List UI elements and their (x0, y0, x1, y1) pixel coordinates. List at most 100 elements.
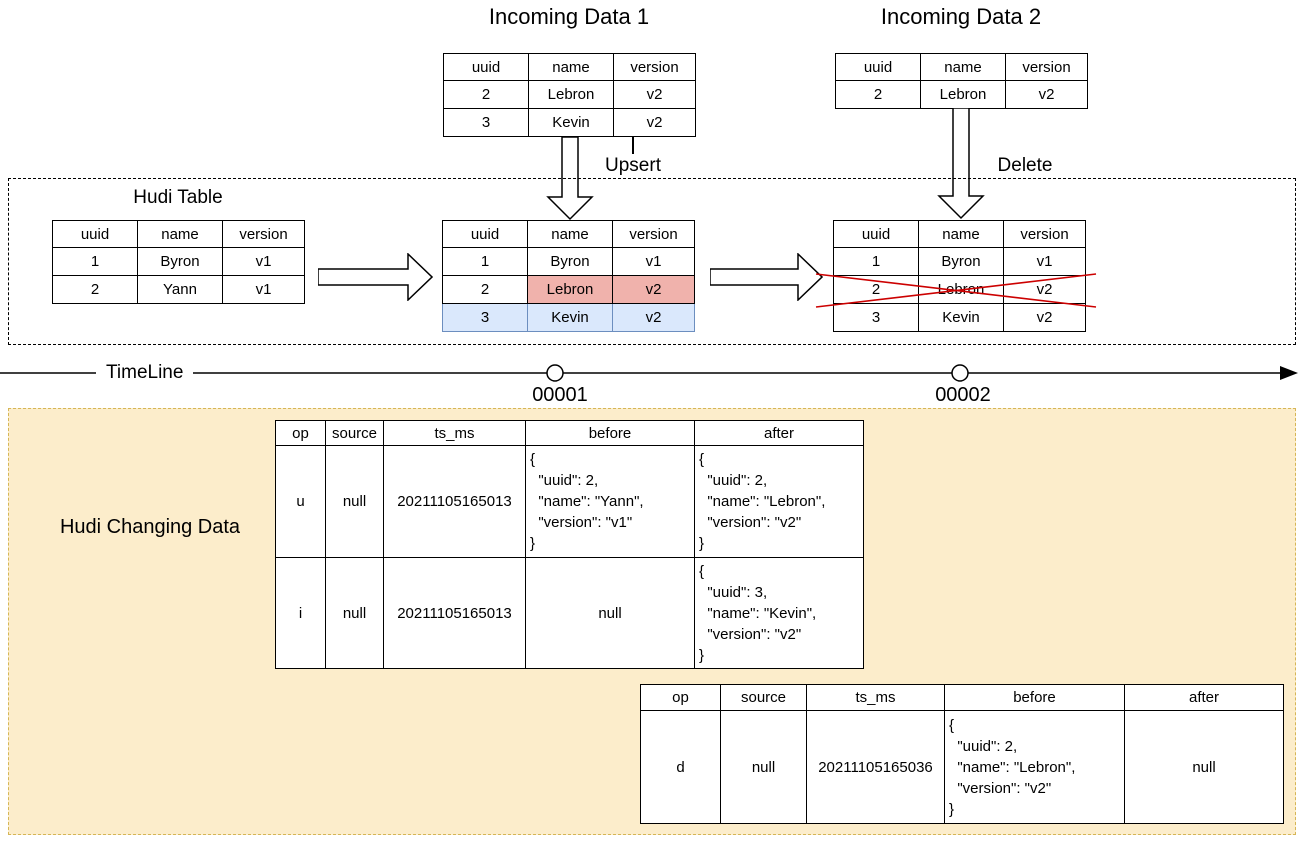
table-header-row: uuid name version (52, 220, 305, 248)
header-cell: name (137, 220, 223, 248)
hudi-initial-table: uuid name version 1 Byron v1 2 Yann v1 (52, 220, 305, 304)
header-cell: op (275, 420, 326, 446)
table-cell-inserted: Kevin (527, 303, 613, 332)
table-cell: 2 (442, 275, 528, 304)
hudi-table-label: Hudi Table (133, 187, 223, 208)
header-cell: version (612, 220, 695, 248)
cdc-row-update: u null 20211105165013 { "uuid": 2, "name… (275, 445, 864, 558)
cdc-op-cell: d (640, 710, 721, 824)
incoming-data-2-title: Incoming Data 2 (880, 4, 1042, 29)
table-row: 1 Byron v1 (833, 247, 1086, 276)
table-cell: Byron (918, 247, 1004, 276)
header-cell: source (720, 684, 807, 711)
header-cell: uuid (443, 53, 529, 81)
cdc-after-cell: null (1124, 710, 1284, 824)
header-cell: version (222, 220, 305, 248)
timeline-axis (0, 364, 1298, 382)
header-cell: op (640, 684, 721, 711)
header-cell: uuid (52, 220, 138, 248)
header-cell: after (1124, 684, 1284, 711)
cdc-op-cell: u (275, 445, 326, 558)
table-header-row: uuid name version (443, 53, 696, 81)
header-cell: before (944, 684, 1125, 711)
table-row: 2 Lebron v2 (835, 80, 1088, 109)
commit-label-00002: 00002 (935, 384, 991, 406)
delete-label: Delete (997, 155, 1053, 176)
cdc-before-cell: { "uuid": 2, "name": "Lebron", "version"… (944, 710, 1125, 824)
header-cell: name (918, 220, 1004, 248)
table-cell: 1 (442, 247, 528, 276)
table-header-row: uuid name version (833, 220, 1086, 248)
table-header-row: op source ts_ms before after (275, 420, 864, 446)
header-cell: uuid (835, 53, 921, 81)
table-row: 2 Lebron v2 (443, 80, 696, 109)
table-cell: Kevin (528, 108, 614, 137)
table-cell: v1 (1003, 247, 1086, 276)
table-cell: 3 (443, 108, 529, 137)
table-header-row: op source ts_ms before after (640, 684, 1284, 711)
table-cell-updated: v2 (612, 275, 695, 304)
cdc-tsms-cell: 20211105165013 (383, 445, 526, 558)
header-cell: name (920, 53, 1006, 81)
header-cell: after (694, 420, 864, 446)
header-cell: ts_ms (806, 684, 945, 711)
table-cell: v2 (613, 80, 696, 109)
table-cell: Lebron (920, 80, 1006, 109)
cdc-source-cell: null (325, 445, 384, 558)
table-cell: 1 (52, 247, 138, 276)
commit-label-00001: 00001 (532, 384, 588, 406)
hudi-table-dashed-box (8, 178, 1296, 345)
table-cell: v1 (222, 247, 305, 276)
hudi-after-upsert-table: uuid name version 1 Byron v1 2 Lebron v2… (442, 220, 695, 332)
timeline-arrowhead-icon (1280, 366, 1298, 380)
table-cell: v2 (1005, 80, 1088, 109)
table-cell: v2 (613, 108, 696, 137)
table-cell-inserted: v2 (612, 303, 695, 332)
flow-arrow-right-icon (710, 253, 823, 301)
cdc-source-cell: null (325, 557, 384, 669)
table-row: 3 Kevin v2 (833, 303, 1086, 332)
cdc-op-cell: i (275, 557, 326, 669)
table-cell: Byron (137, 247, 223, 276)
cdc-before-cell: null (525, 557, 695, 669)
table-cell: 2 (835, 80, 921, 109)
upsert-label: Upsert (605, 155, 661, 176)
table-row-inserted: 3 Kevin v2 (442, 303, 695, 332)
header-cell: ts_ms (383, 420, 526, 446)
cdc-before-cell: { "uuid": 2, "name": "Yann", "version": … (525, 445, 695, 558)
delete-cross-icon (815, 273, 1097, 308)
table-row: 2 Yann v1 (52, 275, 305, 304)
incoming-data-1-title: Incoming Data 1 (488, 4, 650, 29)
header-cell: version (1005, 53, 1088, 81)
hudi-after-delete-table: uuid name version 1 Byron v1 2 Lebron v2… (833, 220, 1086, 332)
table-cell: Kevin (918, 303, 1004, 332)
table-header-row: uuid name version (835, 53, 1088, 81)
flow-arrow-right-icon (318, 253, 433, 301)
table-row-updated: 2 Lebron v2 (442, 275, 695, 304)
cdc-source-cell: null (720, 710, 807, 824)
table-header-row: uuid name version (442, 220, 695, 248)
cdc-table-1: op source ts_ms before after u null 2021… (275, 420, 864, 669)
upsert-label-connector (632, 137, 634, 154)
header-cell: uuid (442, 220, 528, 248)
cdc-row-delete: d null 20211105165036 { "uuid": 2, "name… (640, 710, 1284, 824)
cdc-tsms-cell: 20211105165036 (806, 710, 945, 824)
table-row: 1 Byron v1 (52, 247, 305, 276)
header-cell: version (1003, 220, 1086, 248)
cdc-table-2: op source ts_ms before after d null 2021… (640, 684, 1284, 824)
header-cell: uuid (833, 220, 919, 248)
cdc-row-insert: i null 20211105165013 null { "uuid": 3, … (275, 557, 864, 669)
header-cell: name (527, 220, 613, 248)
header-cell: before (525, 420, 695, 446)
incoming-data-1-table: uuid name version 2 Lebron v2 3 Kevin v2 (443, 53, 696, 137)
table-cell: 2 (52, 275, 138, 304)
table-cell-updated: Lebron (527, 275, 613, 304)
table-cell: Byron (527, 247, 613, 276)
table-cell: Lebron (528, 80, 614, 109)
table-cell: Yann (137, 275, 223, 304)
table-cell: v2 (1003, 303, 1086, 332)
table-row: 1 Byron v1 (442, 247, 695, 276)
header-cell: source (325, 420, 384, 446)
table-row: 3 Kevin v2 (443, 108, 696, 137)
